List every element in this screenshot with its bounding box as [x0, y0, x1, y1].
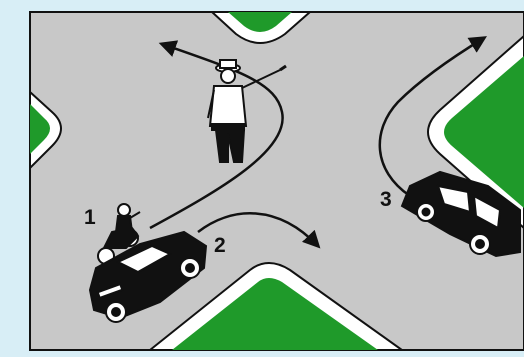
label-vehicle-2: 2 — [214, 234, 226, 257]
label-vehicle-1: 1 — [84, 206, 96, 229]
label-vehicle-3: 3 — [380, 188, 392, 211]
